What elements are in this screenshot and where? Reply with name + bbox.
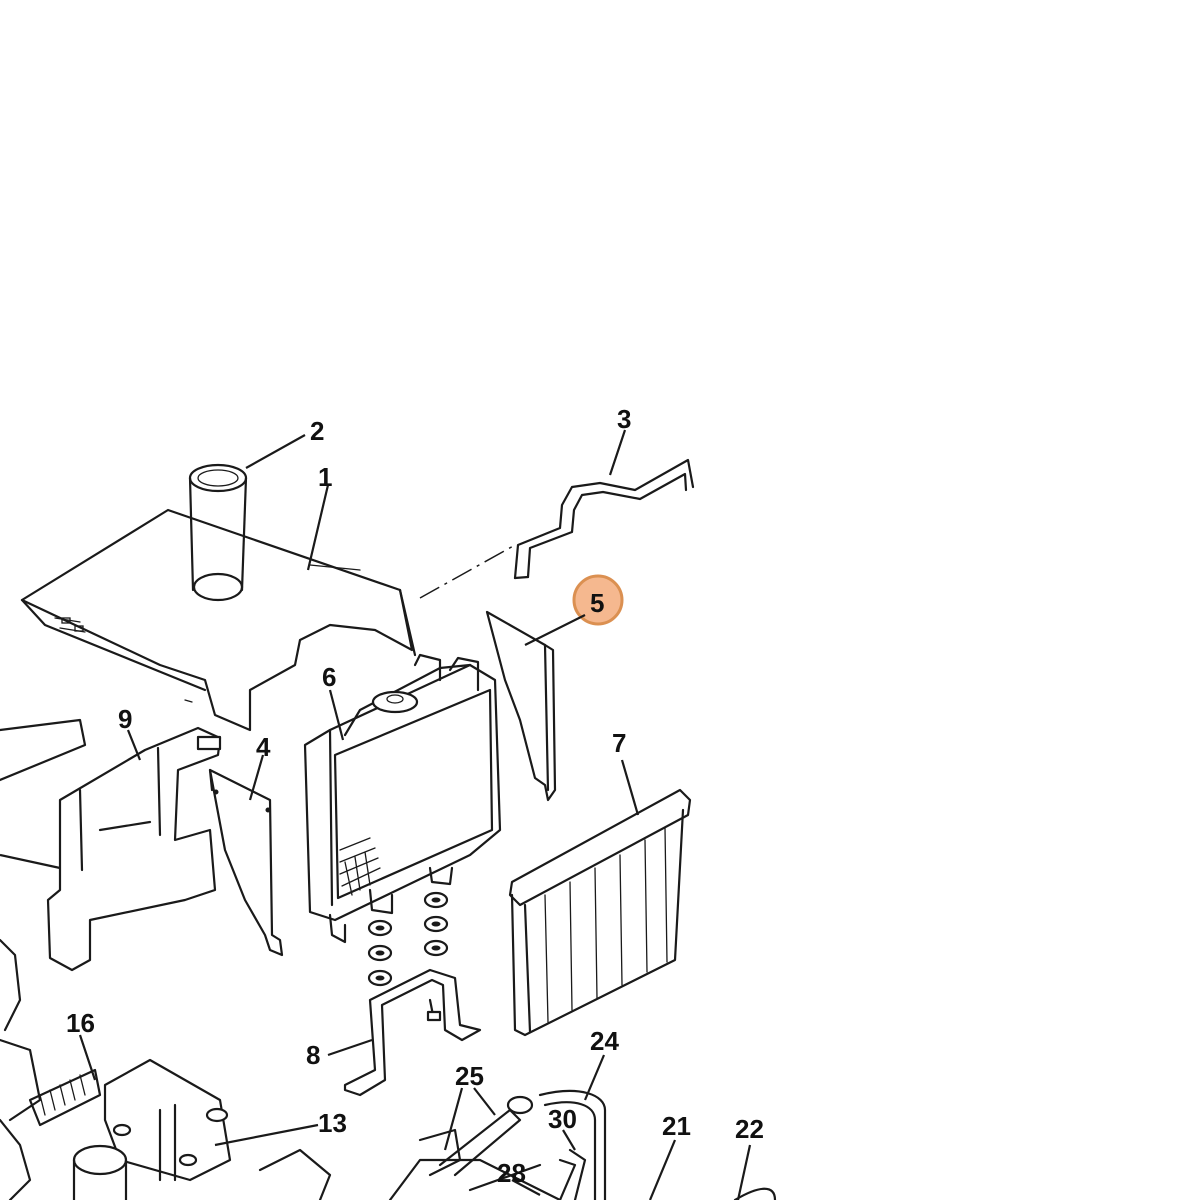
callout-8[interactable]: 8 <box>306 1040 320 1070</box>
leader-lines <box>0 429 752 1200</box>
lower-hose-assembly <box>388 1089 777 1200</box>
callout-4[interactable]: 4 <box>256 732 271 762</box>
part-1-top-shroud[interactable] <box>20 508 417 732</box>
callout-22[interactable]: 22 <box>735 1114 764 1144</box>
callout-7[interactable]: 7 <box>612 728 626 758</box>
part-2-filler-neck[interactable] <box>188 463 248 602</box>
part-3-bracket-rail[interactable] <box>513 458 695 580</box>
part-4-left-side-plate[interactable] <box>208 768 284 957</box>
part-7-grille[interactable] <box>508 788 692 1037</box>
callout-1[interactable]: 1 <box>318 462 332 492</box>
callout-21[interactable]: 21 <box>662 1111 691 1141</box>
callout-9[interactable]: 9 <box>118 704 132 734</box>
alignment-centerline <box>419 544 516 599</box>
callout-25[interactable]: 25 <box>455 1061 484 1091</box>
callout-30[interactable]: 30 <box>548 1104 577 1134</box>
callout-labels: 1 2 3 4 5 6 7 8 9 13 16 21 22 24 25 28 3… <box>66 404 764 1188</box>
callout-3[interactable]: 3 <box>617 404 631 434</box>
callout-13[interactable]: 13 <box>318 1108 347 1138</box>
engine-assembly-partial <box>0 938 332 1200</box>
callout-24[interactable]: 24 <box>590 1026 619 1056</box>
callout-28[interactable]: 28 <box>497 1158 526 1188</box>
callout-6[interactable]: 6 <box>322 662 336 692</box>
part-8-lower-bracket[interactable] <box>343 968 482 1097</box>
callout-5[interactable]: 5 <box>590 588 604 618</box>
mounting-bushings[interactable] <box>367 891 449 987</box>
part-9-frame-bracket[interactable] <box>0 718 222 972</box>
callout-16[interactable]: 16 <box>66 1008 95 1038</box>
highlight-circle <box>572 574 624 626</box>
part-5-side-plate[interactable] <box>485 610 557 802</box>
part-6-radiator[interactable] <box>303 653 502 944</box>
callout-2[interactable]: 2 <box>310 416 324 446</box>
